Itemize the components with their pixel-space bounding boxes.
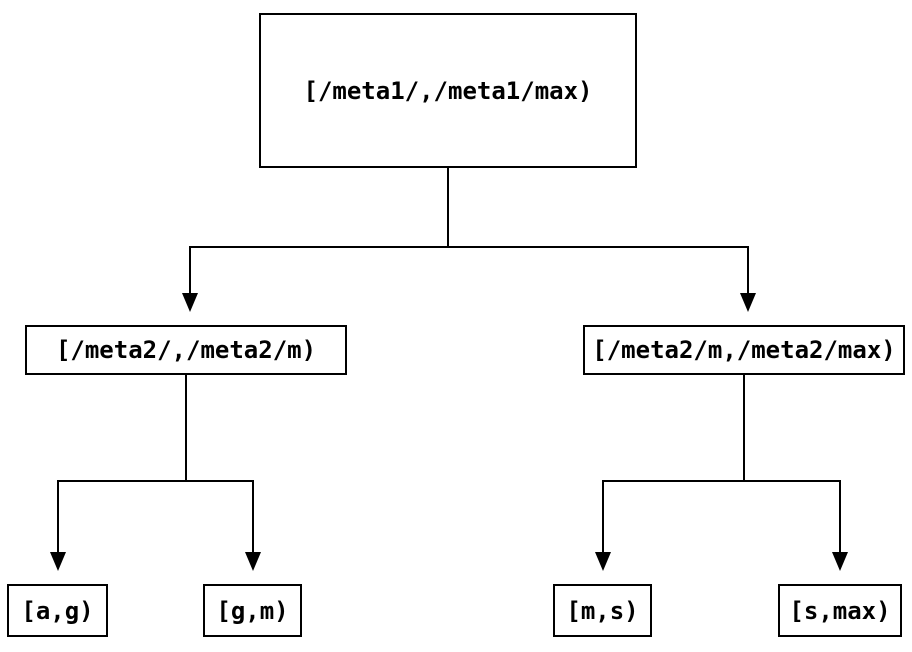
node-leaf-s-max: [s,max)	[778, 584, 902, 637]
node-label: [a,g)	[21, 596, 94, 625]
node-leaf-m-s: [m,s)	[553, 584, 652, 637]
node-label: [/meta1/,/meta1/max)	[303, 76, 593, 105]
node-label: [/meta2/,/meta2/m)	[55, 336, 317, 364]
node-meta2-high-interval: [/meta2/m,/meta2/max)	[583, 325, 905, 375]
node-label: [/meta2/m,/meta2/max)	[592, 336, 896, 364]
arrow-down-icon	[182, 293, 198, 312]
node-label: [g,m)	[216, 596, 289, 625]
arrow-down-icon	[740, 293, 756, 312]
arrow-down-icon	[50, 552, 66, 571]
node-leaf-a-g: [a,g)	[7, 584, 108, 637]
node-label: [m,s)	[566, 596, 639, 625]
node-root-interval: [/meta1/,/meta1/max)	[259, 13, 637, 168]
node-meta2-low-interval: [/meta2/,/meta2/m)	[25, 325, 347, 375]
node-label: [s,max)	[789, 596, 891, 625]
arrow-down-icon	[595, 552, 611, 571]
arrow-down-icon	[245, 552, 261, 571]
arrow-down-icon	[832, 552, 848, 571]
node-leaf-g-m: [g,m)	[203, 584, 302, 637]
